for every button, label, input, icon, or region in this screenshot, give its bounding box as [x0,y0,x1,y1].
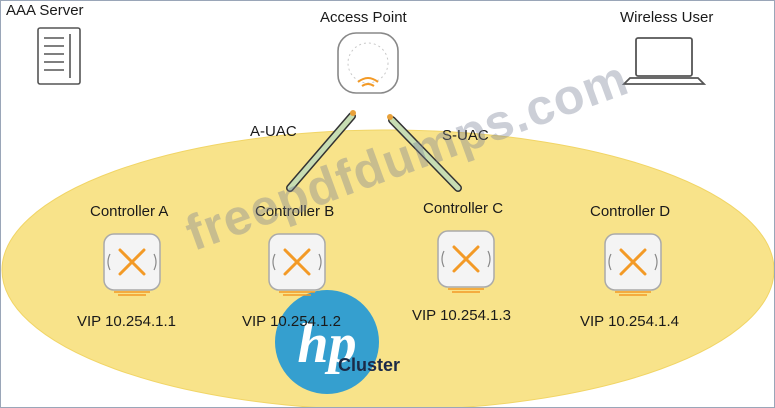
access-point-label: Access Point [320,9,407,26]
controller-a-vip: VIP 10.254.1.1 [77,313,176,330]
controller-b-icon [268,233,326,296]
cable-s-uac [387,114,462,192]
hp-logo: hp [275,290,379,394]
controller-c-vip: VIP 10.254.1.3 [412,307,511,324]
controller-d-name: Controller D [590,203,671,220]
controller-d-icon [604,233,662,296]
cable-a-uac [286,110,356,192]
controller-b-name: Controller B [255,203,335,220]
svg-text:hp: hp [297,313,356,375]
a-uac-label: A-UAC [250,123,297,140]
laptop-icon [621,37,707,85]
controller-a-icon [103,233,161,296]
aaa-server-label: AAA Server [6,2,84,19]
wireless-user-label: Wireless User [620,9,714,26]
controller-c-icon [437,230,495,293]
access-point-icon [337,32,399,94]
server-icon [37,27,81,85]
controller-d-vip: VIP 10.254.1.4 [580,313,679,330]
cluster-label: Cluster [338,355,401,375]
controller-b-vip: VIP 10.254.1.2 [242,313,341,330]
controller-c-name: Controller C [423,200,504,217]
s-uac-label: S-UAC [442,127,489,144]
controller-a-name: Controller A [90,203,169,220]
